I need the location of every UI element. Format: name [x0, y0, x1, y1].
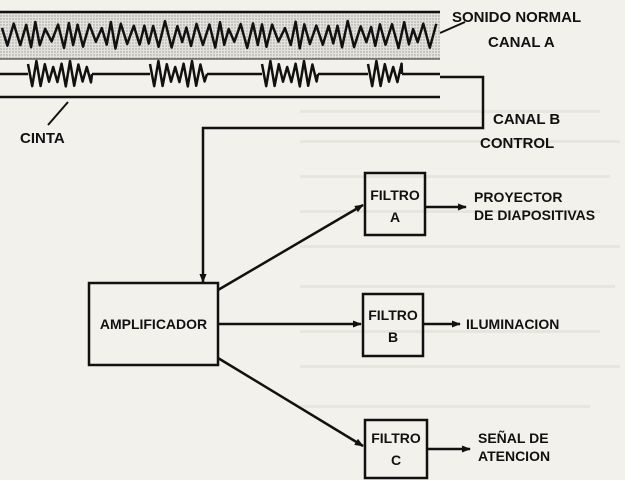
label-canal-a: CANAL A — [488, 34, 555, 51]
filtro-a-box — [363, 171, 427, 237]
filtro-c-box — [363, 418, 429, 480]
label-control: CONTROL — [480, 135, 554, 152]
label-sonido-normal: SONIDO NORMAL — [452, 9, 581, 26]
label-filtro-b-line2: B — [388, 329, 398, 345]
label-output-a-line2: DE DIAPOSITIVAS — [474, 207, 595, 223]
cinta-leader — [47, 101, 69, 126]
label-output-b: ILUMINACION — [466, 316, 559, 332]
label-filtro-a-line2: A — [390, 209, 400, 225]
label-filtro-b-line1: FILTRO — [368, 307, 418, 323]
background-bleed-texture — [300, 110, 620, 408]
canal-b-tone-burst — [366, 59, 404, 88]
filtro-b-box — [361, 292, 425, 358]
canal-b-tone-burst — [260, 59, 320, 88]
label-cinta: CINTA — [20, 130, 65, 147]
label-filtro-c-line2: C — [391, 452, 401, 468]
label-output-c-line1: SEÑAL DE — [478, 429, 549, 446]
canal-b-tone-burst — [148, 59, 209, 88]
label-filtro-c-line1: FILTRO — [371, 430, 421, 446]
canal-a-waveform — [0, 19, 438, 50]
arrow-amp-to-filtro-a — [217, 203, 364, 292]
label-amplificador: AMPLIFICADOR — [100, 316, 207, 332]
label-filtro-a-line1: FILTRO — [370, 187, 420, 203]
sonido-normal-leader — [439, 21, 466, 34]
canal-b-tone-burst — [26, 59, 94, 88]
label-output-c-line2: ATENCION — [478, 448, 550, 464]
canal-b-waveform — [0, 59, 440, 88]
canal-b-control-line — [199, 75, 485, 283]
arrow-amp-to-filtro-c — [217, 356, 364, 448]
tape-shaded-band — [0, 12, 440, 59]
tape — [0, 10, 440, 99]
label-canal-b: CANAL B — [493, 111, 560, 128]
label-output-a-line1: PROYECTOR — [474, 189, 562, 205]
